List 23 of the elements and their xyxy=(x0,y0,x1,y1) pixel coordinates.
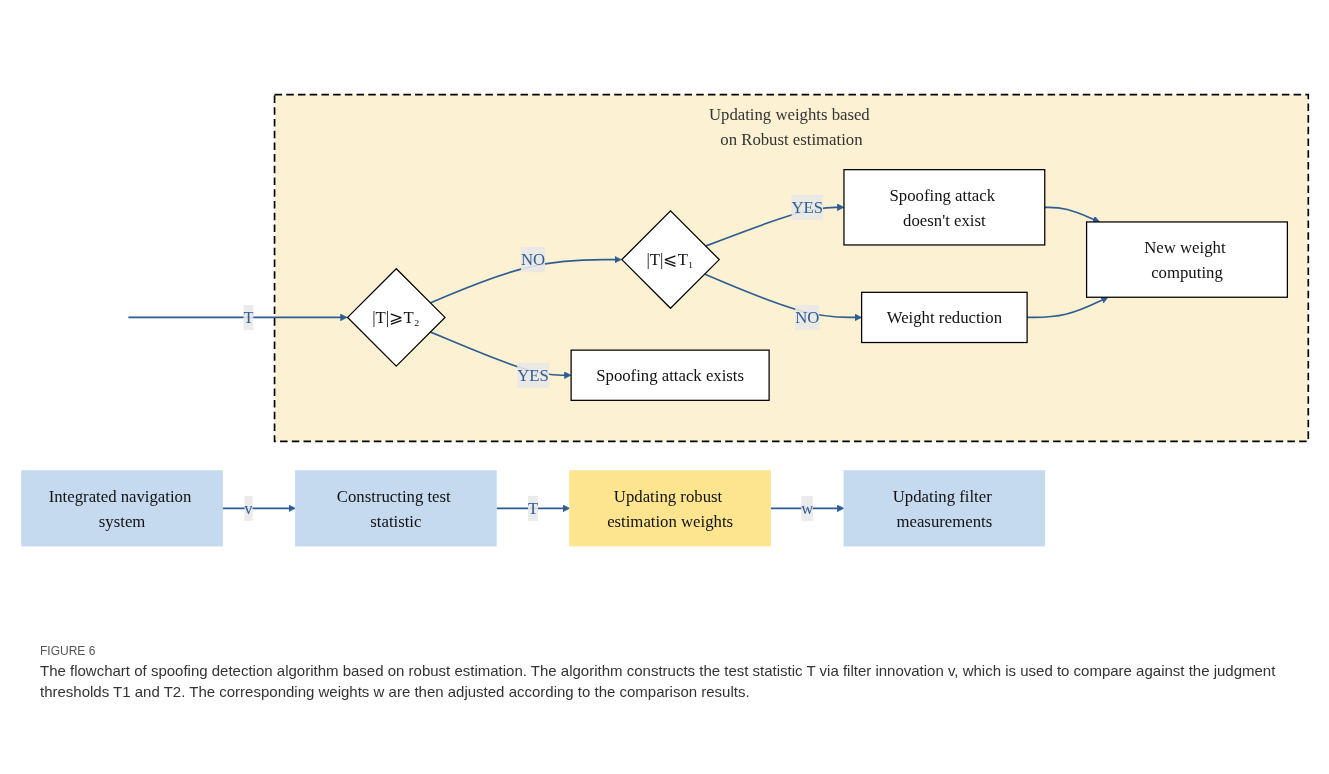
node-box: Integrated navigation system xyxy=(20,469,223,547)
node-box: Spoofing attack doesn't exist xyxy=(842,168,1045,246)
arrow xyxy=(494,504,570,512)
node-box: Updating filter measurements xyxy=(843,469,1045,547)
node-diamond: |T|⩽T₁ xyxy=(620,209,720,309)
edge-label: w xyxy=(800,498,813,518)
edge-label: NO xyxy=(794,307,819,327)
node-box: Spoofing attack exists xyxy=(570,349,770,401)
node-box: Constructing test statistic xyxy=(294,469,497,547)
node-box: Weight reduction xyxy=(860,291,1028,343)
edge-label: YES xyxy=(516,365,549,385)
figure-number: FIGURE 6 xyxy=(40,644,97,658)
arrow xyxy=(127,313,347,321)
edge-label: NO xyxy=(520,250,545,269)
figure-caption: The flowchart of spoofing detection algorithm based on robust estimation. The algorithm constructs the test statistic T via filter innovation v, which is used to compare against the judgment thresholds T1 and T2. The corresponding weights w are then adjusted according to the comparison results. xyxy=(40,661,1277,702)
arrow xyxy=(221,504,296,512)
edge-label: T xyxy=(527,498,538,518)
node-diamond: |T|⩾T₂ xyxy=(346,267,446,367)
node-box: Updating robust estimation weights xyxy=(568,469,771,547)
edge-label: T xyxy=(242,307,254,327)
node-box: New weight computing xyxy=(1085,221,1288,298)
edge-label: YES xyxy=(790,197,823,217)
edge-label: v xyxy=(243,498,253,518)
